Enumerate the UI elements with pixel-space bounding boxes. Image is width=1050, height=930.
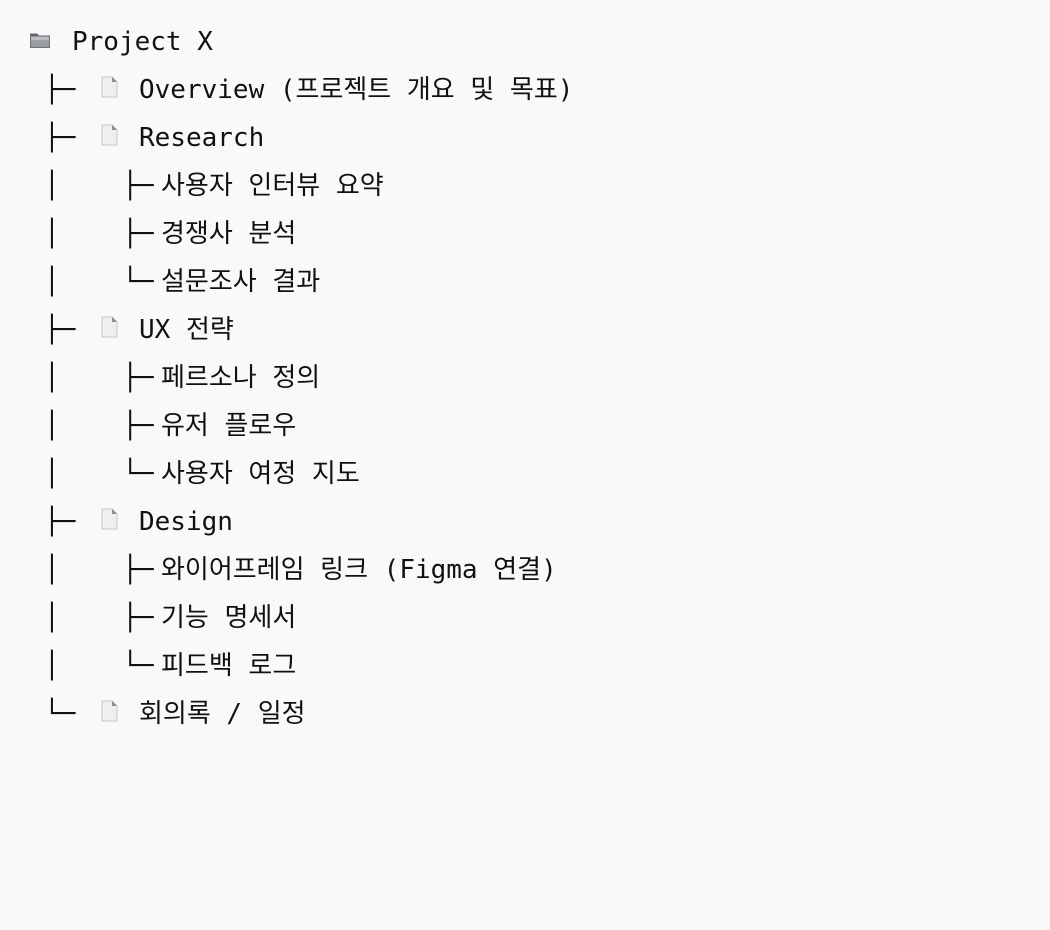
tree-connector: │ ├─: [44, 411, 170, 441]
project-tree: Project X ├─ Overview (프로젝트 개요 및 목표) ├─ …: [0, 18, 1050, 738]
tree-connector: │ ├─: [44, 555, 170, 585]
tree-subitem-label: 사용자 인터뷰 요약: [161, 171, 384, 201]
document-icon: [101, 316, 118, 338]
tree-item-label: UX 전략: [139, 315, 234, 345]
tree-subitem-label: 경쟁사 분석: [161, 219, 297, 249]
tree-connector: │ └─: [44, 267, 170, 297]
tree-connector: │ ├─: [44, 219, 170, 249]
tree-item-label: Overview (프로젝트 개요 및 목표): [139, 75, 574, 105]
tree-connector: │ ├─: [44, 171, 170, 201]
tree-item-label: 회의록 / 일정: [139, 699, 306, 729]
tree-subitem-interview-summary[interactable]: │ ├─ 사용자 인터뷰 요약: [0, 162, 1050, 210]
tree-subitem-journey-map[interactable]: │ └─ 사용자 여정 지도: [0, 450, 1050, 498]
tree-subitem-label: 유저 플로우: [161, 411, 297, 441]
tree-connector: ├─: [44, 75, 91, 105]
tree-subitem-survey-results[interactable]: │ └─ 설문조사 결과: [0, 258, 1050, 306]
tree-subitem-user-flow[interactable]: │ ├─ 유저 플로우: [0, 402, 1050, 450]
tree-connector: │ ├─: [44, 363, 170, 393]
document-icon: [101, 76, 118, 98]
document-icon: [101, 124, 118, 146]
document-icon: [101, 508, 118, 530]
tree-item-ux-strategy[interactable]: ├─ UX 전략: [0, 306, 1050, 354]
tree-item-label: Research: [139, 123, 265, 153]
tree-connector: ├─: [44, 123, 91, 153]
tree-subitem-label: 사용자 여정 지도: [161, 459, 360, 489]
tree-connector: ├─: [44, 315, 91, 345]
tree-subitem-label: 설문조사 결과: [161, 267, 321, 297]
tree-subitem-feature-spec[interactable]: │ ├─ 기능 명세서: [0, 594, 1050, 642]
folder-icon: [30, 33, 50, 48]
tree-root[interactable]: Project X: [0, 18, 1050, 66]
document-icon: [101, 700, 118, 722]
tree-subitem-label: 페르소나 정의: [161, 363, 321, 393]
root-label: Project X: [72, 27, 213, 57]
tree-item-meeting-notes[interactable]: └─ 회의록 / 일정: [0, 690, 1050, 738]
tree-connector: └─: [44, 699, 91, 729]
tree-item-label: Design: [139, 507, 233, 537]
tree-connector: │ └─: [44, 651, 170, 681]
tree-connector: ├─: [44, 507, 91, 537]
tree-subitem-label: 기능 명세서: [161, 603, 297, 633]
tree-item-research[interactable]: ├─ Research: [0, 114, 1050, 162]
tree-subitem-label: 피드백 로그: [161, 651, 297, 681]
tree-subitem-wireframe-link[interactable]: │ ├─ 와이어프레임 링크 (Figma 연결): [0, 546, 1050, 594]
tree-item-design[interactable]: ├─ Design: [0, 498, 1050, 546]
tree-subitem-feedback-log[interactable]: │ └─ 피드백 로그: [0, 642, 1050, 690]
tree-subitem-label: 와이어프레임 링크 (Figma 연결): [161, 555, 557, 585]
tree-subitem-persona[interactable]: │ ├─ 페르소나 정의: [0, 354, 1050, 402]
tree-connector: │ └─: [44, 459, 170, 489]
tree-item-overview[interactable]: ├─ Overview (프로젝트 개요 및 목표): [0, 66, 1050, 114]
tree-connector: │ ├─: [44, 603, 170, 633]
tree-subitem-competitor-analysis[interactable]: │ ├─ 경쟁사 분석: [0, 210, 1050, 258]
